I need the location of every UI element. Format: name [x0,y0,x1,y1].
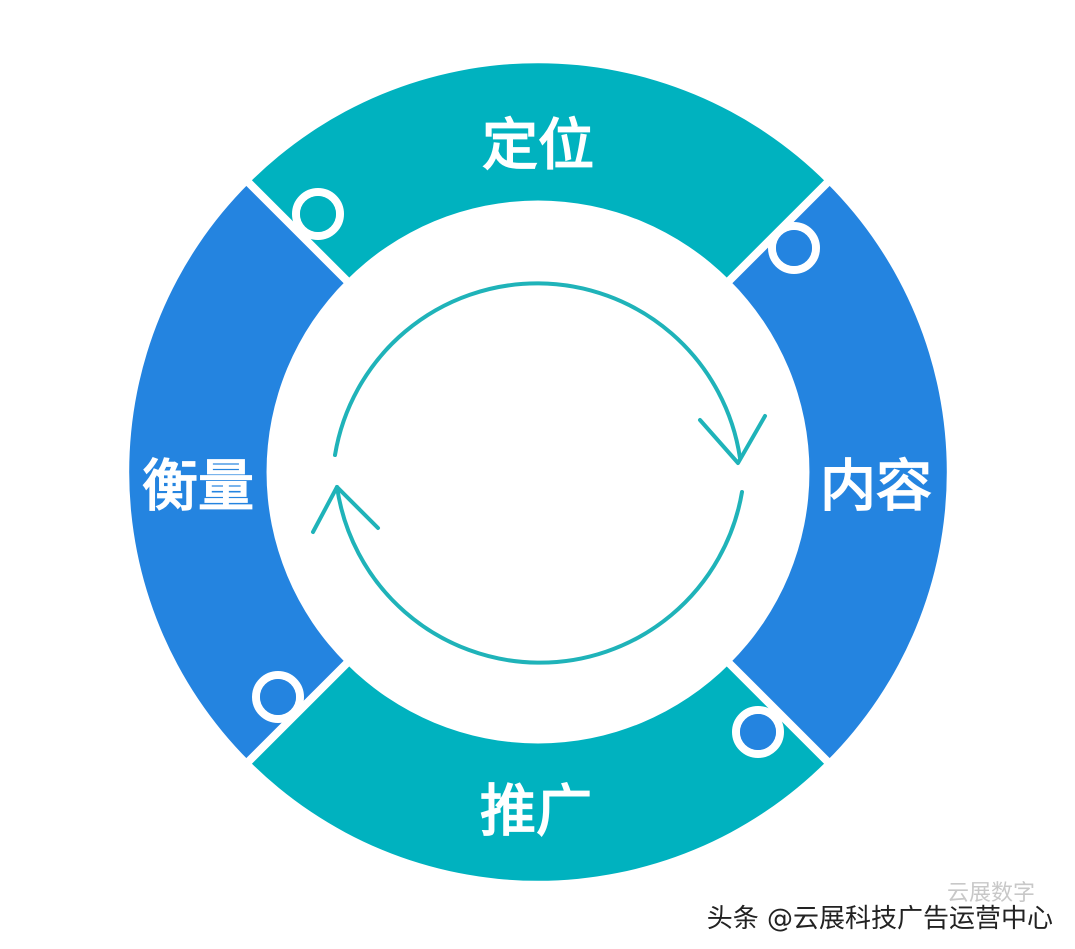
segment-bottom [249,663,827,881]
watermark-ghost-text: 云展数字 [946,881,1035,906]
ring [129,63,947,881]
puzzle-seams [245,179,831,765]
arrowhead-left-icon [311,485,380,534]
cycle-arrow-lower [335,485,744,665]
cycle-arrows [311,281,767,665]
puzzle-tab-fills [260,196,812,750]
segment-label-right: 内容 [820,455,932,520]
arrowhead-right-icon [698,414,767,465]
segment-label-left: 衡量 [142,455,254,520]
segment-top [249,63,827,281]
segment-right [729,183,947,761]
watermark-text: 头条 @云展科技广告运营中心 [706,904,1053,934]
segment-label-bottom: 推广 [480,780,592,845]
segment-left [129,183,347,761]
cycle-arrow-upper [333,281,742,460]
segment-label-top: 定位 [482,114,594,179]
